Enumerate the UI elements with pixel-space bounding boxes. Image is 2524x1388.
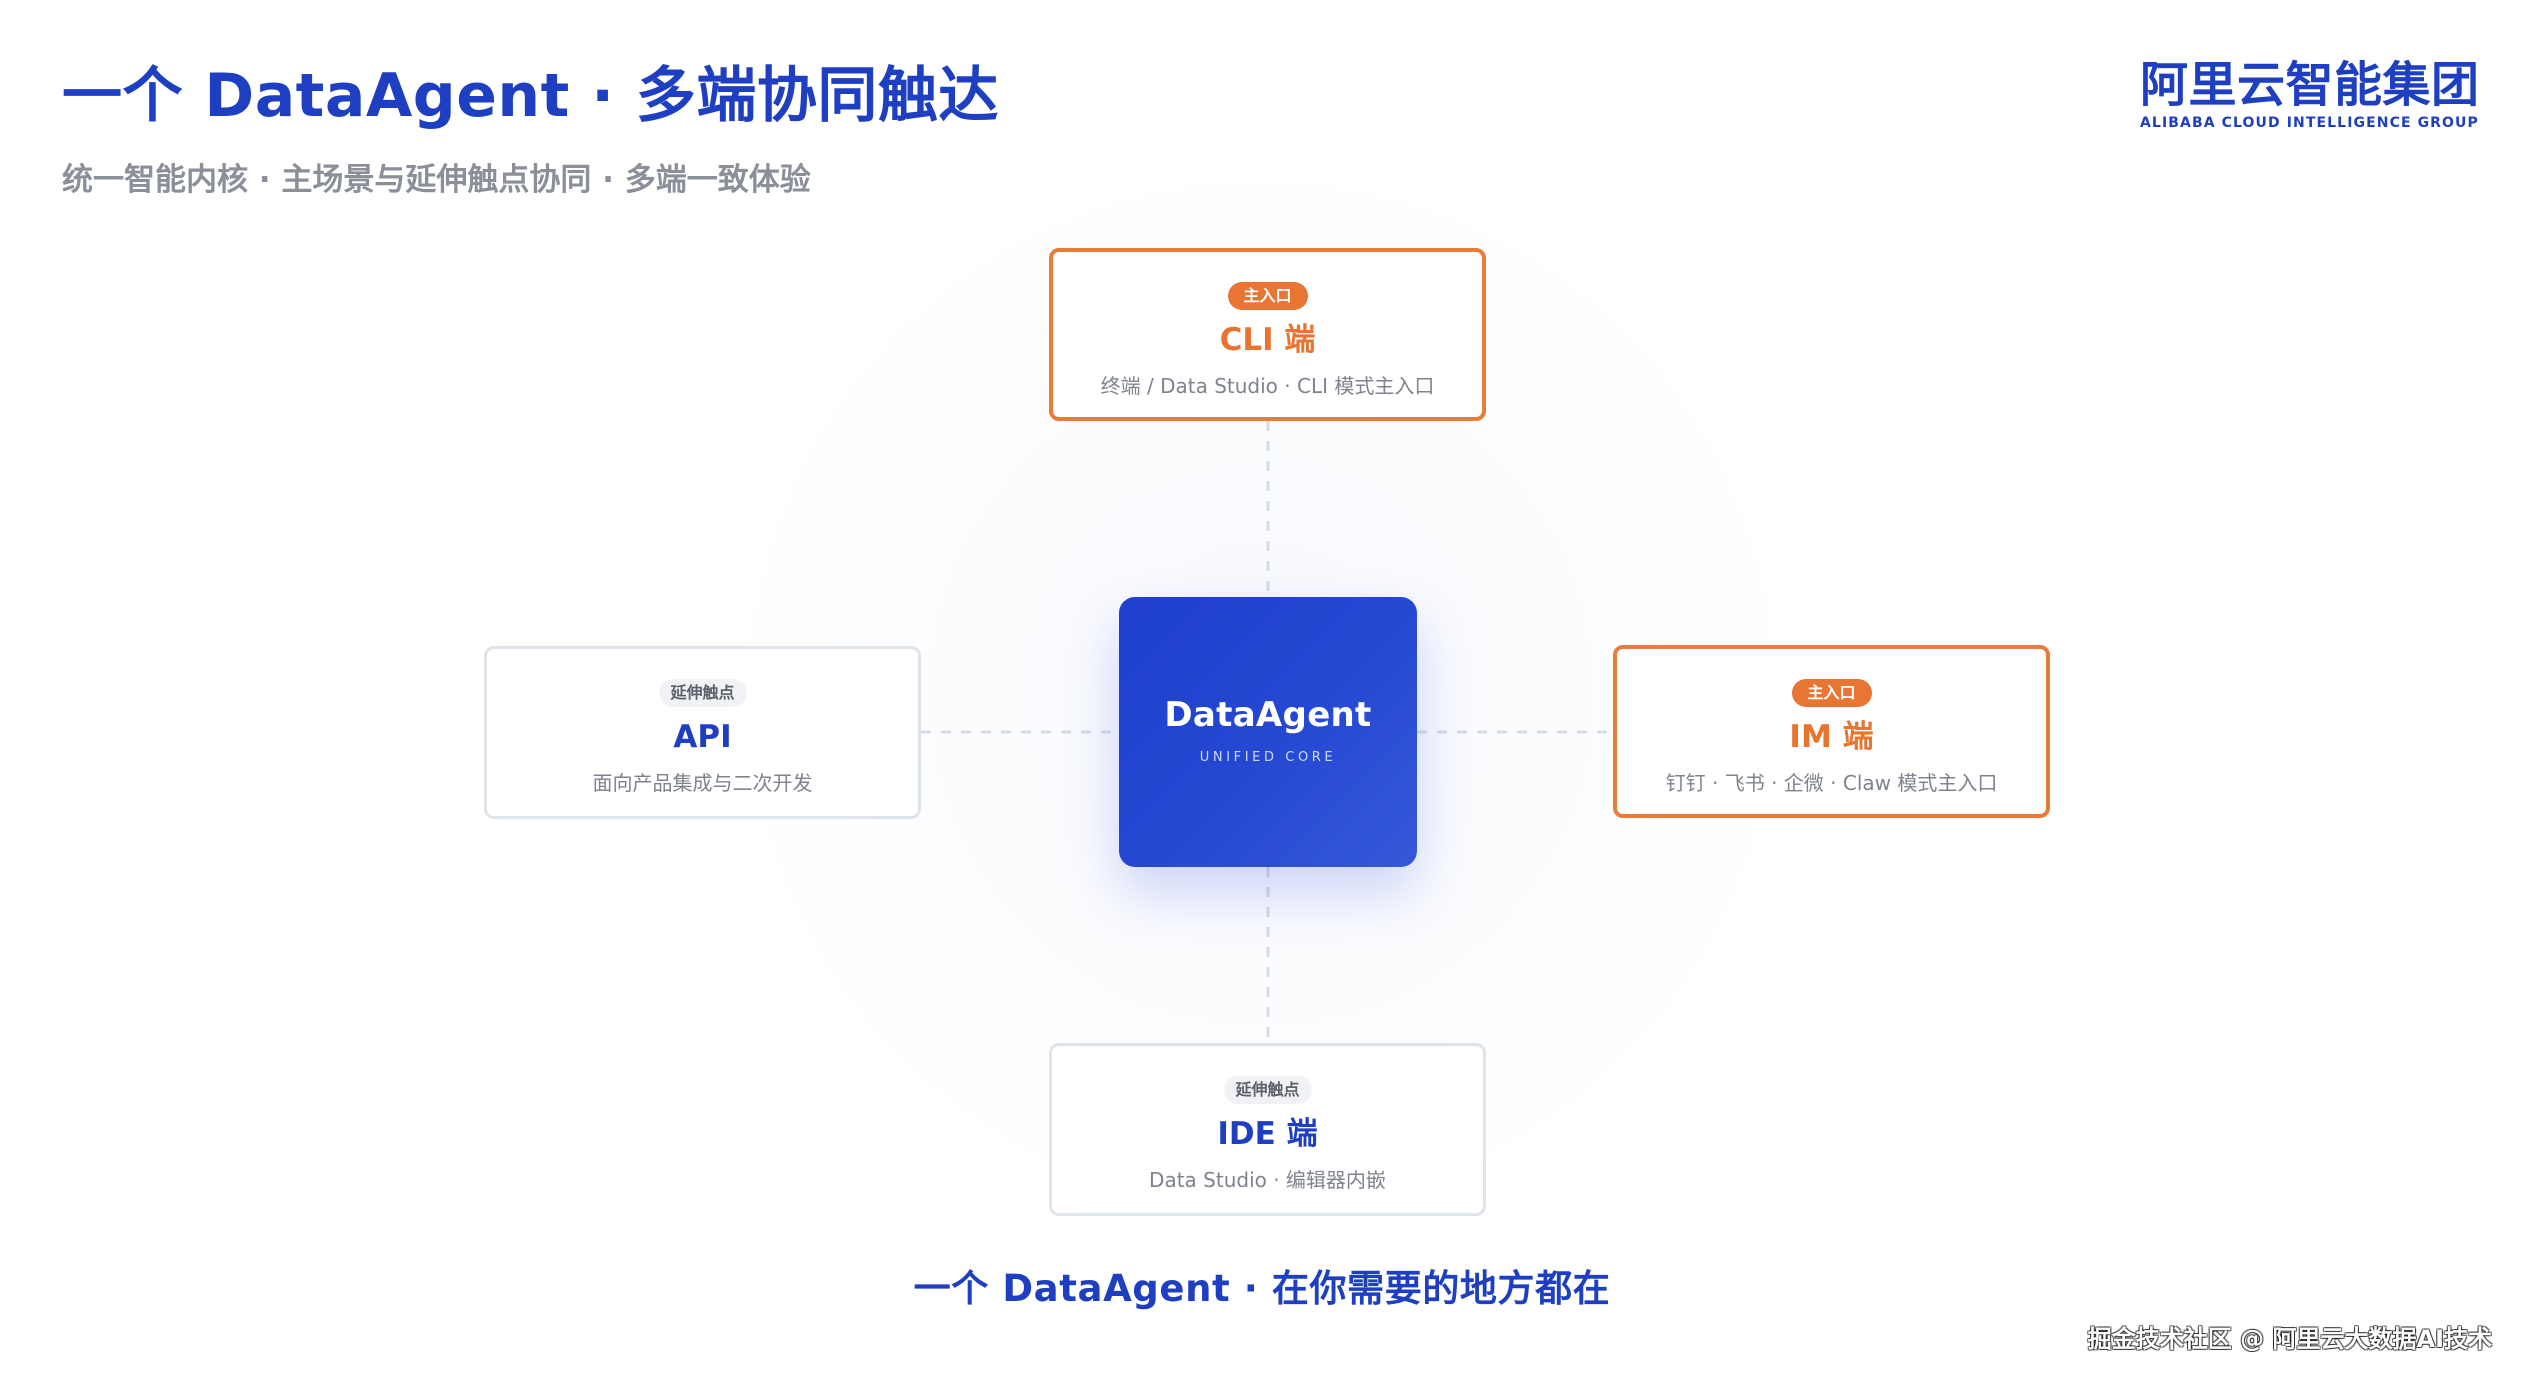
brand-logo: 阿里云智能集团 ALIBABA CLOUD INTELLIGENCE GROUP <box>2140 57 2480 132</box>
api-description: 面向产品集成与二次开发 <box>592 771 813 795</box>
page-subtitle: 统一智能内核 · 主场景与延伸触点协同 · 多端一致体验 <box>62 162 811 198</box>
ide-description: Data Studio · 编辑器内嵌 <box>1149 1168 1386 1192</box>
ide-badge: 延伸触点 <box>1223 1076 1312 1104</box>
im-title: IM 端 <box>1789 719 1874 755</box>
cli-description: 终端 / Data Studio · CLI 模式主入口 <box>1100 374 1435 398</box>
im-description: 钉钉 · 飞书 · 企微 · Claw 模式主入口 <box>1665 771 1998 795</box>
brand-name-cn: 阿里云智能集团 <box>2140 57 2480 113</box>
cli-node-card: 主入口 CLI 端 终端 / Data Studio · CLI 模式主入口 <box>1049 248 1486 421</box>
brand-name-en: ALIBABA CLOUD INTELLIGENCE GROUP <box>2140 115 2479 131</box>
cli-title: CLI 端 <box>1219 322 1316 358</box>
footer-slogan: 一个 DataAgent · 在你需要的地方都在 <box>913 1267 1611 1310</box>
page-title: 一个 DataAgent · 多端协同触达 <box>62 61 999 131</box>
cli-badge: 主入口 <box>1227 282 1308 310</box>
core-subtitle: UNIFIED CORE <box>1199 750 1337 765</box>
im-badge: 主入口 <box>1791 679 1872 707</box>
dataagent-core: DataAgent UNIFIED CORE <box>1119 597 1417 867</box>
source-watermark: 掘金技术社区 @ 阿里云大数据AI技术 <box>2087 1325 2492 1353</box>
im-node-card: 主入口 IM 端 钉钉 · 飞书 · 企微 · Claw 模式主入口 <box>1613 645 2050 818</box>
ide-title: IDE 端 <box>1217 1116 1318 1152</box>
api-node-card: 延伸触点 API 面向产品集成与二次开发 <box>484 646 921 819</box>
api-title: API <box>673 719 732 755</box>
api-badge: 延伸触点 <box>658 679 747 707</box>
ide-node-card: 延伸触点 IDE 端 Data Studio · 编辑器内嵌 <box>1049 1043 1486 1216</box>
core-title: DataAgent <box>1164 695 1372 735</box>
